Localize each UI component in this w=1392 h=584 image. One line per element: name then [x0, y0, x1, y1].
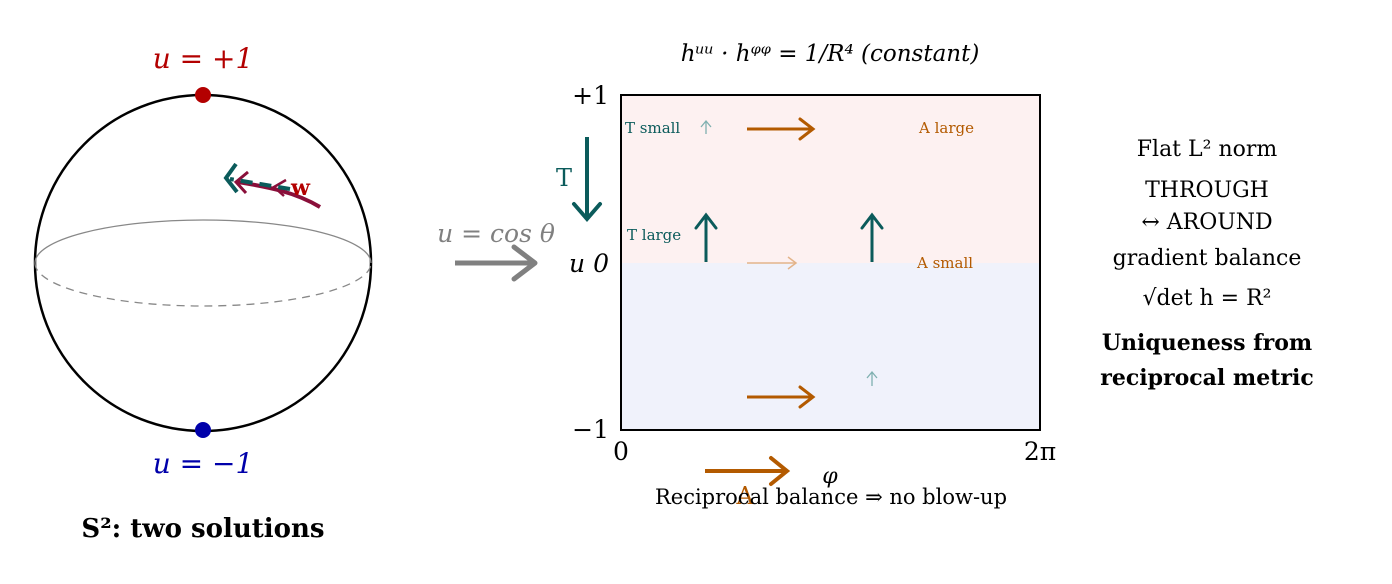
south-pole-label: u = −1	[153, 447, 254, 480]
w-arrow-head	[233, 170, 249, 195]
a-small-arrow-faint-head	[787, 256, 798, 270]
y-tick-top: +1	[572, 81, 609, 110]
sphere-panel: u = +1 u = −1 w S²: two solutions	[33, 42, 373, 544]
a-large-label: A large	[918, 119, 974, 137]
right-line-4: gradient balance	[1113, 246, 1302, 271]
a-large-arrow-top-head	[798, 117, 816, 141]
y-tick-mid: u 0	[569, 249, 609, 278]
south-pole-point	[195, 422, 211, 438]
plot-frame	[620, 94, 1041, 431]
plot-bottom-region	[621, 263, 1040, 430]
t-small-label: T small	[625, 119, 680, 137]
t-large-arrow-right-head	[860, 212, 884, 230]
right-panel: Flat L² norm THROUGH ↔ AROUND gradient b…	[1100, 137, 1313, 391]
teal-dashed-arrow	[229, 177, 291, 191]
equator-front	[34, 262, 372, 307]
x-axis-symbol: φ	[822, 464, 838, 489]
right-line-3: ↔ AROUND	[1141, 210, 1272, 235]
sphere-caption: S²: two solutions	[81, 514, 324, 544]
x-tick-left: 0	[613, 437, 629, 466]
t-small-arrow-head	[700, 119, 712, 128]
a-large-arrow-bottom-head	[798, 385, 816, 409]
t-large-label: T large	[627, 226, 681, 244]
t-large-arrow-left-head	[694, 212, 718, 230]
north-pole-label: u = +1	[153, 42, 254, 75]
y-tick-bottom: −1	[572, 415, 609, 444]
T-arrow-head	[572, 202, 602, 223]
A-arrow-head	[769, 456, 791, 486]
mapping-label: u = cos θ	[437, 219, 555, 248]
w-arrow-head-small	[271, 178, 287, 197]
plot-top-region	[621, 95, 1040, 263]
plot-title: hᵘᵘ · hᵠᵠ = 1/R⁴ (constant)	[681, 41, 980, 67]
teal-dashed-arrow-head	[223, 162, 239, 194]
mapping-arrow: u = cos θ	[437, 219, 555, 282]
north-pole-point	[195, 87, 211, 103]
A-arrow-label: A	[735, 482, 754, 510]
x-tick-right: 2π	[1024, 437, 1056, 466]
right-line-1: Flat L² norm	[1137, 137, 1278, 162]
plot-caption: Reciprocal balance ⇒ no blow-up	[655, 485, 1007, 509]
equator-back	[34, 219, 372, 264]
right-line-5: √det h = R²	[1143, 286, 1272, 311]
right-bold-2: reciprocal metric	[1100, 365, 1313, 391]
right-line-2: THROUGH	[1145, 178, 1269, 203]
sphere-outline	[33, 93, 373, 433]
T-arrow-label: T	[556, 164, 572, 192]
plot-panel: hᵘᵘ · hᵠᵠ = 1/R⁴ (constant) +1 u 0 −1 0 …	[556, 41, 1056, 510]
w-label: w	[290, 175, 311, 201]
a-small-label: A small	[916, 254, 973, 272]
mapping-arrow-head	[511, 244, 538, 282]
t-faint-arrow-head-bottom	[866, 370, 878, 379]
right-bold-1: Uniqueness from	[1102, 330, 1312, 356]
